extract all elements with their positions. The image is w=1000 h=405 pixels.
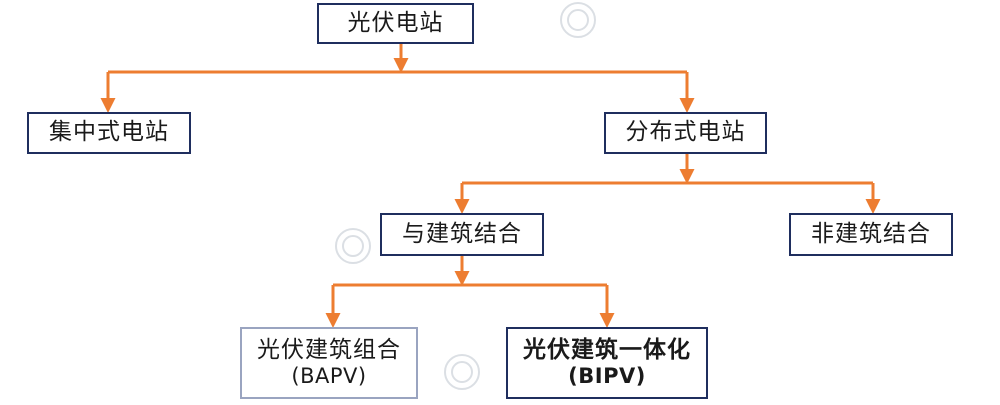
node-centralized-station: 集中式电站 [27, 112, 191, 154]
node-label: 与建筑结合 [402, 220, 522, 247]
node-with-building: 与建筑结合 [380, 213, 544, 256]
node-bipv: 光伏建筑一体化 (BIPV) [506, 327, 708, 399]
node-label: 非建筑结合 [811, 220, 931, 247]
node-label: 光伏电站 [347, 9, 444, 36]
node-photovoltaic-station: 光伏电站 [317, 3, 474, 44]
node-sublabel: (BAPV) [291, 364, 367, 389]
node-bapv: 光伏建筑组合 (BAPV) [240, 327, 418, 399]
node-label: 分布式电站 [625, 119, 746, 146]
node-label: 集中式电站 [49, 119, 169, 146]
node-label: 光伏建筑一体化 [523, 336, 691, 363]
node-distributed-station: 分布式电站 [604, 112, 767, 154]
watermark-logo-icon [560, 2, 596, 38]
watermark-logo-icon [444, 354, 480, 390]
watermark-logo-icon [335, 228, 371, 264]
node-label: 光伏建筑组合 [257, 336, 401, 363]
node-sublabel: (BIPV) [568, 364, 646, 389]
node-non-building: 非建筑结合 [789, 213, 953, 256]
